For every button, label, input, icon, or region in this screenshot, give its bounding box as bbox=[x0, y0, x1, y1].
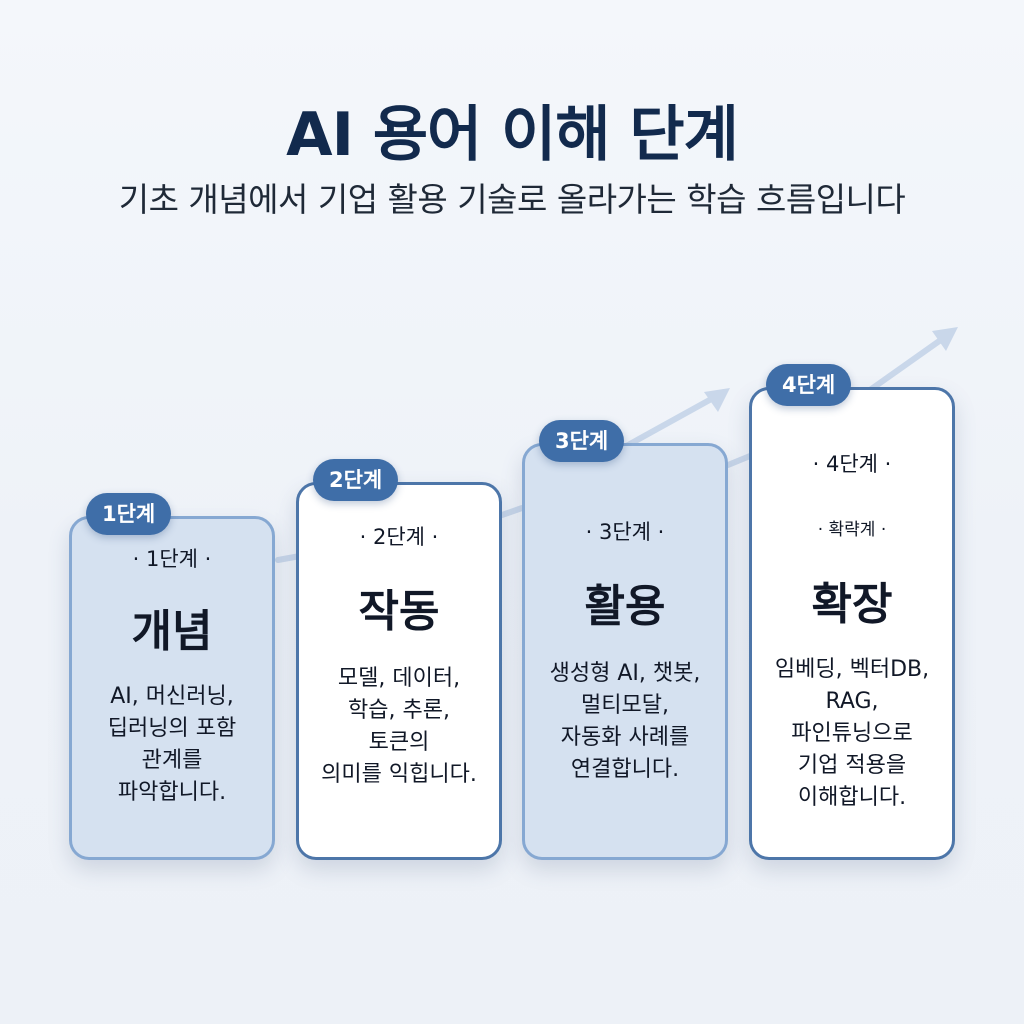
step-label-3: · 3단계 · bbox=[585, 520, 665, 544]
progress-arrow-segment-5 bbox=[867, 329, 955, 393]
step-description-4: 임베딩, 벡터DB, RAG, 파인튜닝으로 기업 적용을 이해합니다. bbox=[774, 657, 930, 810]
arrow-head-1 bbox=[704, 388, 730, 412]
step-heading-3: 활용 bbox=[584, 581, 666, 632]
step-card-4: 4단계 · 4단계 · · 확략계 · 확장 임베딩, 벡터DB, RAG, 파… bbox=[749, 364, 955, 860]
step-description-1: AI, 머신러닝, 딥러닝의 포함 관계를 파악합니다. bbox=[107, 684, 237, 805]
step-sublabel-4: · 확략계 · bbox=[817, 520, 887, 540]
step-description-3: 생성형 AI, 챗봇, 멀티모달, 자동화 사례를 연결합니다. bbox=[549, 661, 701, 782]
page-title: AI 용어 이해 단계 bbox=[286, 100, 739, 170]
step-card-3: 3단계 · 3단계 · 활용 생성형 AI, 챗봇, 멀티모달, 자동화 사례를… bbox=[522, 420, 728, 860]
step-heading-4: 확장 bbox=[811, 579, 893, 630]
step-badge-3: 3단계 bbox=[539, 420, 625, 462]
arrow-head-2 bbox=[932, 327, 958, 351]
step-badge-2: 2단계 bbox=[313, 459, 399, 501]
step-label-2: · 2단계 · bbox=[359, 525, 439, 549]
page-subtitle: 기초 개념에서 기업 활용 기술로 올라가는 학습 흐름입니다 bbox=[118, 180, 906, 219]
step-badge-4: 4단계 bbox=[766, 364, 852, 406]
step-label-1: · 1단계 · bbox=[132, 547, 212, 571]
step-description-2: 모델, 데이터, 학습, 추론, 토큰의 의미를 익힙니다. bbox=[321, 666, 477, 787]
progress-arrow-segment-2 bbox=[499, 505, 525, 518]
step-card-1: 1단계 · 1단계 · 개념 AI, 머신러닝, 딥러닝의 포함 관계를 파악합… bbox=[69, 493, 275, 860]
step-card-2: 2단계 · 2단계 · 작동 모델, 데이터, 학습, 추론, 토큰의 의미를 … bbox=[296, 459, 502, 860]
step-badge-1: 1단계 bbox=[86, 493, 172, 535]
step-heading-2: 작동 bbox=[358, 586, 440, 637]
step-label-4: · 4단계 · bbox=[812, 452, 892, 476]
progress-arrow-segment-4 bbox=[725, 453, 753, 468]
step-heading-1: 개념 bbox=[131, 606, 213, 657]
